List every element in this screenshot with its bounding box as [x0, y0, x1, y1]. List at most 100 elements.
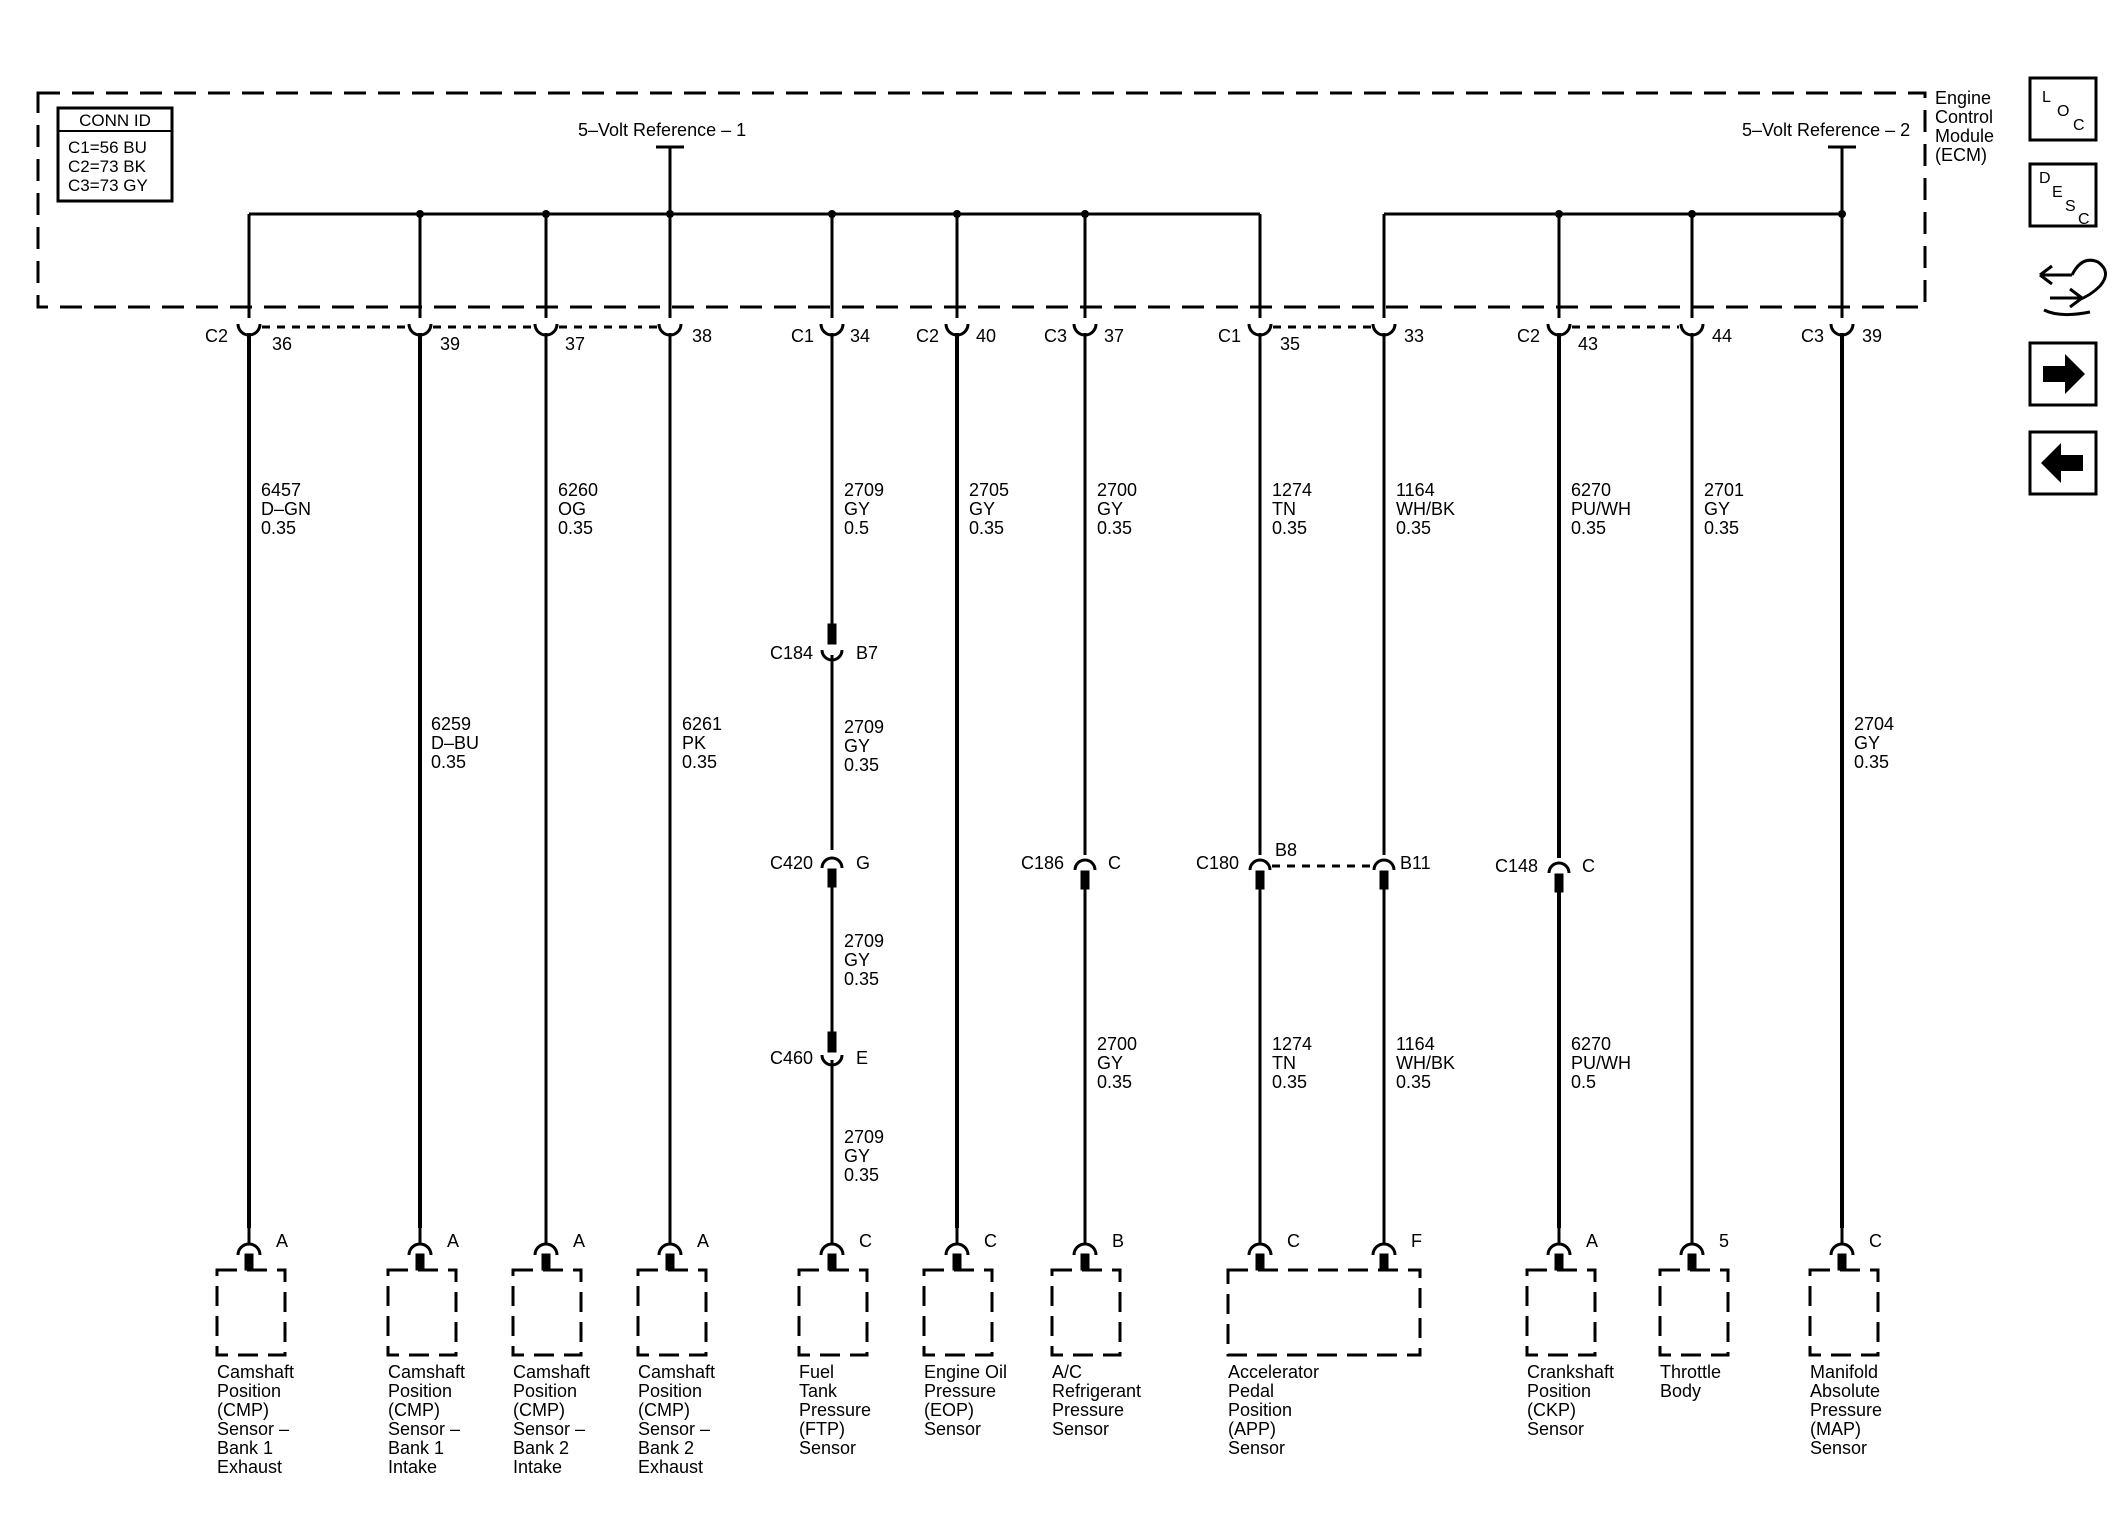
- svg-text:A: A: [697, 1231, 709, 1251]
- svg-text:6270: 6270: [1571, 480, 1611, 500]
- svg-text:(CMP): (CMP): [217, 1400, 269, 1420]
- svg-text:B11: B11: [1400, 853, 1431, 873]
- inline-connector-labels: C184 B7 C420 G C460 E C186 C C180 B8 B11…: [770, 643, 1595, 1068]
- svg-text:37: 37: [565, 334, 585, 354]
- svg-text:GY: GY: [1097, 1053, 1123, 1073]
- svg-text:C184: C184: [770, 643, 813, 663]
- svg-text:40: 40: [976, 326, 996, 346]
- svg-text:B8: B8: [1275, 840, 1297, 860]
- inline-connectors: [820, 623, 1571, 1067]
- svg-text:36: 36: [272, 334, 292, 354]
- svg-text:2700: 2700: [1097, 1034, 1137, 1054]
- svg-text:CONN ID: CONN ID: [79, 111, 151, 130]
- svg-text:D–BU: D–BU: [431, 733, 479, 753]
- svg-text:(CMP): (CMP): [388, 1400, 440, 1420]
- svg-text:C2: C2: [1517, 326, 1540, 346]
- svg-text:2709: 2709: [844, 931, 884, 951]
- svg-text:Exhaust: Exhaust: [638, 1457, 703, 1477]
- svg-text:Camshaft: Camshaft: [217, 1362, 294, 1382]
- prev-arrow-button[interactable]: [2028, 430, 2098, 496]
- svg-text:C: C: [1287, 1231, 1300, 1251]
- svg-text:0.5: 0.5: [1571, 1072, 1596, 1092]
- svg-text:D–GN: D–GN: [261, 499, 311, 519]
- svg-text:6270: 6270: [1571, 1034, 1611, 1054]
- svg-text:A: A: [1586, 1231, 1598, 1251]
- svg-text:C3: C3: [1801, 326, 1824, 346]
- svg-text:0.35: 0.35: [844, 969, 879, 989]
- svg-text:GY: GY: [1854, 733, 1880, 753]
- svg-text:Body: Body: [1660, 1381, 1701, 1401]
- svg-text:Camshaft: Camshaft: [638, 1362, 715, 1382]
- svg-text:Intake: Intake: [388, 1457, 437, 1477]
- svg-text:(CMP): (CMP): [638, 1400, 690, 1420]
- svg-text:0.35: 0.35: [1272, 1072, 1307, 1092]
- svg-text:1164: 1164: [1396, 1034, 1435, 1054]
- connector-swap-icon[interactable]: [2039, 258, 2107, 317]
- svg-text:35: 35: [1280, 334, 1300, 354]
- svg-text:1274: 1274: [1272, 480, 1312, 500]
- svg-text:34: 34: [850, 326, 870, 346]
- svg-text:(EOP): (EOP): [924, 1400, 974, 1420]
- svg-text:C148: C148: [1495, 856, 1538, 876]
- svg-text:43: 43: [1578, 334, 1598, 354]
- svg-text:A: A: [573, 1231, 585, 1251]
- svg-text:C2=73 BK: C2=73 BK: [68, 157, 147, 176]
- svg-text:Refrigerant: Refrigerant: [1052, 1381, 1141, 1401]
- svg-text:Camshaft: Camshaft: [388, 1362, 465, 1382]
- svg-text:C2: C2: [916, 326, 939, 346]
- svg-text:E: E: [856, 1048, 868, 1068]
- svg-text:2701: 2701: [1704, 480, 1744, 500]
- svg-text:C: C: [2078, 211, 2090, 228]
- svg-text:0.35: 0.35: [1571, 518, 1606, 538]
- svg-text:Sensor –: Sensor –: [388, 1419, 460, 1439]
- svg-text:1164: 1164: [1396, 480, 1435, 500]
- svg-text:2700: 2700: [1097, 480, 1137, 500]
- next-arrow-button[interactable]: [2028, 341, 2098, 407]
- svg-text:0.35: 0.35: [261, 518, 296, 538]
- svg-text:0.35: 0.35: [1272, 518, 1307, 538]
- svg-text:GY: GY: [969, 499, 995, 519]
- svg-text:C1: C1: [1218, 326, 1241, 346]
- svg-text:Manifold: Manifold: [1810, 1362, 1878, 1382]
- svg-text:0.35: 0.35: [558, 518, 593, 538]
- svg-text:0.35: 0.35: [1854, 752, 1889, 772]
- svg-text:0.35: 0.35: [969, 518, 1004, 538]
- svg-text:WH/BK: WH/BK: [1396, 1053, 1455, 1073]
- svg-text:L: L: [2042, 89, 2051, 106]
- svg-text:Control: Control: [1935, 107, 1993, 127]
- svg-text:(CKP): (CKP): [1527, 1400, 1576, 1420]
- svg-text:Throttle: Throttle: [1660, 1362, 1721, 1382]
- desc-button[interactable]: D E S C: [2028, 162, 2098, 228]
- svg-text:C2: C2: [205, 326, 228, 346]
- svg-text:GY: GY: [844, 499, 870, 519]
- svg-text:0.35: 0.35: [1704, 518, 1739, 538]
- svg-text:Engine Oil: Engine Oil: [924, 1362, 1007, 1382]
- svg-text:C: C: [984, 1231, 997, 1251]
- svg-text:Position: Position: [638, 1381, 702, 1401]
- svg-text:38: 38: [692, 326, 712, 346]
- svg-text:Pressure: Pressure: [1810, 1400, 1882, 1420]
- svg-text:C186: C186: [1021, 853, 1064, 873]
- svg-text:Sensor: Sensor: [1810, 1438, 1867, 1458]
- svg-text:Tank: Tank: [799, 1381, 838, 1401]
- svg-text:E: E: [2052, 184, 2063, 201]
- svg-text:C: C: [1108, 853, 1121, 873]
- loc-button[interactable]: L O C: [2028, 76, 2098, 142]
- svg-text:1274: 1274: [1272, 1034, 1312, 1054]
- svg-text:A: A: [447, 1231, 459, 1251]
- svg-text:2709: 2709: [844, 717, 884, 737]
- svg-text:Sensor –: Sensor –: [513, 1419, 585, 1439]
- svg-text:Intake: Intake: [513, 1457, 562, 1477]
- svg-text:PU/WH: PU/WH: [1571, 1053, 1631, 1073]
- svg-text:Pressure: Pressure: [924, 1381, 996, 1401]
- svg-text:0.5: 0.5: [844, 518, 869, 538]
- wire-runs: [247, 333, 1844, 1228]
- svg-text:Bank 1: Bank 1: [217, 1438, 273, 1458]
